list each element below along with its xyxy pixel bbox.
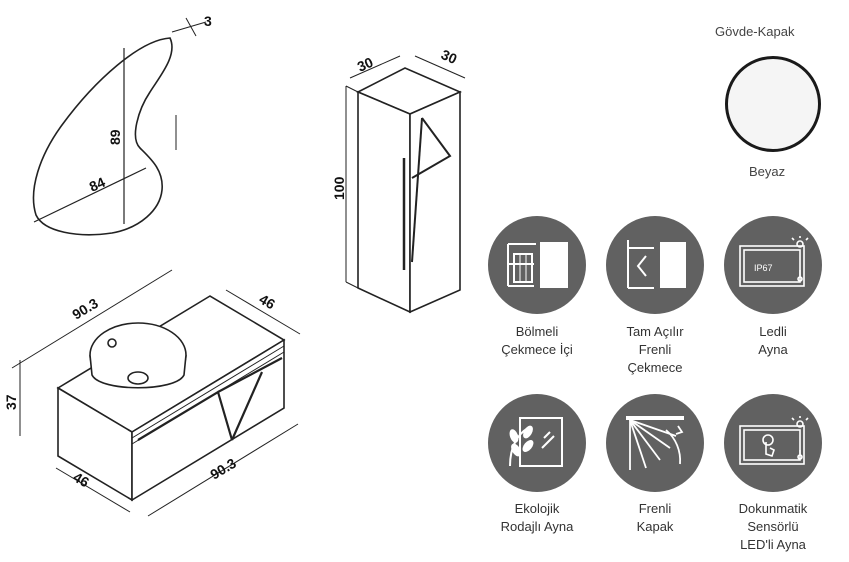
feature-caption-full-extension-drawer: Tam Açılır Frenli Çekmece bbox=[626, 324, 684, 375]
vanity-top-width-label: 90.3 bbox=[69, 295, 101, 323]
feature-caption-touch-sensor: Dokunmatik Sensörlü LED'li Ayna bbox=[738, 501, 808, 552]
feature-caption-eco-mirror: Ekolojik Rodajlı Ayna bbox=[500, 501, 574, 534]
mirror-height-label: 89 bbox=[107, 129, 123, 145]
ip67-badge: IP67 bbox=[754, 263, 773, 273]
color-name: Beyaz bbox=[749, 164, 786, 179]
compartment-drawer-icon bbox=[488, 216, 586, 314]
soft-close-door-icon bbox=[606, 394, 704, 492]
vanity-bottom-width-label: 90.3 bbox=[207, 455, 239, 483]
vanity-drawing bbox=[11, 269, 301, 517]
led-mirror-icon: IP67 bbox=[724, 216, 822, 314]
vanity-top-depth-label: 46 bbox=[257, 291, 279, 313]
feature-caption-led-mirror: Ledli Ayna bbox=[758, 324, 788, 357]
tall-depth-label: 30 bbox=[439, 46, 460, 67]
feature-caption-soft-close-door: Frenli Kapak bbox=[636, 501, 674, 534]
mirror-depth-label: 3 bbox=[204, 13, 212, 29]
tall-width-label: 30 bbox=[355, 54, 376, 75]
tall-cabinet-drawing bbox=[345, 55, 466, 314]
full-extension-drawer-icon bbox=[606, 216, 704, 314]
color-swatch bbox=[725, 56, 821, 152]
feature-caption-compartment-drawer: Bölmeli Çekmece İçi bbox=[501, 324, 573, 357]
mirror-drawing bbox=[32, 17, 207, 236]
eco-mirror-icon bbox=[488, 394, 586, 492]
color-heading: Gövde-Kapak bbox=[715, 24, 795, 39]
tall-height-label: 100 bbox=[331, 176, 347, 200]
vanity-bottom-depth-label: 46 bbox=[71, 469, 93, 491]
mirror-width-label: 84 bbox=[87, 174, 108, 195]
vanity-height-label: 37 bbox=[3, 394, 19, 410]
touch-sensor-icon bbox=[724, 394, 822, 492]
